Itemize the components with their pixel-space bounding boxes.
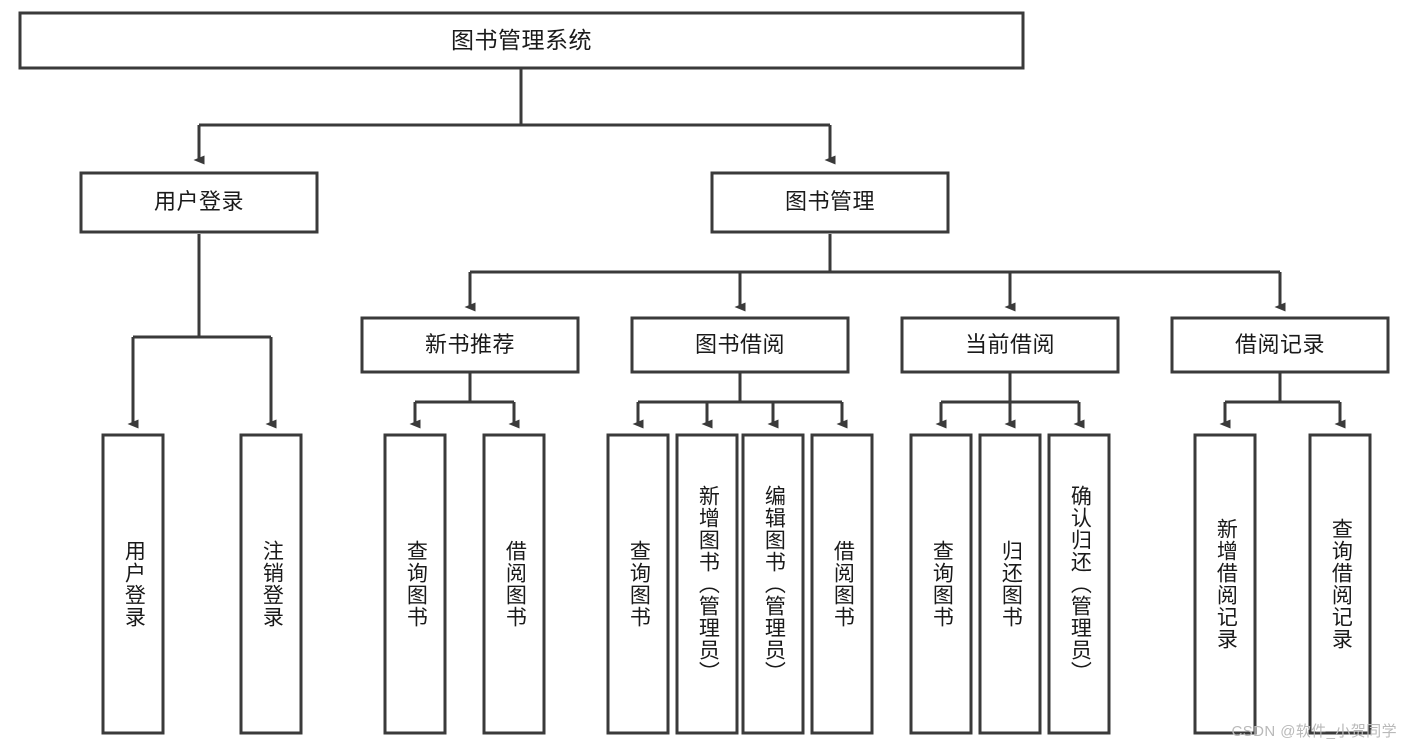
node-box-leaf[interactable] <box>239 433 303 735</box>
node-box-leaf[interactable] <box>1047 433 1111 735</box>
node-box-book-borrow[interactable] <box>630 316 850 374</box>
node-box-leaf[interactable] <box>978 433 1042 735</box>
node-box-root[interactable] <box>18 11 1025 70</box>
node-box-leaf[interactable] <box>101 433 165 735</box>
node-box-new-book-recommend[interactable] <box>360 316 580 374</box>
node-box-book-management[interactable] <box>710 171 950 234</box>
node-box-leaf[interactable] <box>909 433 973 735</box>
node-box-current-borrow[interactable] <box>900 316 1120 374</box>
node-box-leaf[interactable] <box>675 433 739 735</box>
connector-bookborrow-to-leaves <box>632 372 848 429</box>
connector-userlogin-to-leaves <box>127 234 277 429</box>
connector-borrowrecord-to-leaves <box>1219 372 1346 429</box>
connector-currentborrow-to-leaves <box>935 372 1085 429</box>
connector-newbook-to-leaves <box>409 372 520 429</box>
node-box-leaf[interactable] <box>1308 433 1372 735</box>
node-box-leaf[interactable] <box>383 433 447 735</box>
connector-root-to-level1 <box>193 68 836 165</box>
watermark-text: CSDN @软件_小贺同学 <box>1231 723 1397 740</box>
node-box-leaf[interactable] <box>482 433 546 735</box>
node-box-user-login[interactable] <box>79 171 319 234</box>
node-box-leaf[interactable] <box>1193 433 1257 735</box>
node-box-leaf[interactable] <box>606 433 670 735</box>
node-box-borrow-record[interactable] <box>1170 316 1390 374</box>
node-box-leaf[interactable] <box>741 433 805 735</box>
connector-bookmgmt-to-level2 <box>464 234 1286 312</box>
node-box-leaf[interactable] <box>810 433 874 735</box>
